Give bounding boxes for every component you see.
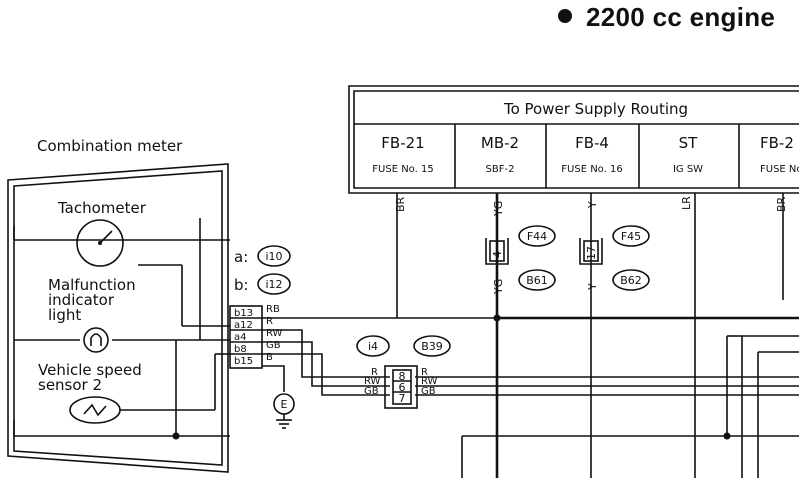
indicator-lamp-icon: [83, 327, 109, 353]
mid-pin-6: 6: [399, 381, 406, 394]
ref-bubble-f44: [518, 225, 556, 247]
power-supply-title: To Power Supply Routing: [503, 100, 688, 118]
wire-label-br-2: BR: [775, 196, 788, 212]
wire-label-yg: YG: [492, 201, 505, 217]
pin-b8: b8: [234, 344, 247, 355]
column-fb21-sub: FUSE No. 15: [372, 164, 433, 175]
mid-right-wire-r: R: [421, 367, 428, 378]
column-fb4: FB-4: [575, 134, 609, 152]
ref-bubble-i4: [356, 335, 390, 357]
mid-left-wire-r: R: [371, 367, 378, 378]
wire-label-yg-below: YG: [492, 279, 505, 295]
column-st: ST: [679, 134, 699, 152]
vss-label-1: Vehicle speed: [38, 361, 142, 379]
fuse-connector-1: 4 F44 B61 YG: [485, 225, 556, 295]
meter-connector-refs: a: i10 b: i12: [234, 245, 291, 295]
tachometer-label: Tachometer: [57, 199, 147, 217]
ref-a-prefix: a:: [234, 248, 248, 266]
ref-bubble-b39: [413, 335, 451, 357]
right-wiring: [397, 314, 799, 478]
pin-b13: b13: [234, 308, 253, 319]
pin-a12: a12: [234, 320, 253, 331]
fuse-connector-2: 17 F45 B62 Y: [579, 225, 650, 291]
ref-bubble-f45: [612, 225, 650, 247]
fuse-1-pin: 4: [491, 251, 504, 258]
ref-f45: F45: [621, 230, 641, 243]
mid-pin-7: 7: [399, 392, 406, 405]
wire-label-y-below: Y: [586, 283, 599, 291]
ref-b62: B62: [620, 274, 642, 287]
ref-bubble-b62: [612, 269, 650, 291]
ref-i12: i12: [265, 278, 282, 291]
mid-pin-8: 8: [399, 370, 406, 383]
meter-output-wires: E: [262, 317, 397, 429]
combination-meter-label: Combination meter: [37, 137, 183, 155]
fuse-2-pin: 17: [585, 246, 598, 260]
wire-gb: GB: [266, 340, 281, 351]
meter-connector: b13 a12 a4 b8 b15 RB R RW GB B: [229, 304, 283, 369]
wire-r: R: [266, 316, 273, 327]
column-fb21: FB-21: [381, 134, 424, 152]
mil-label-1: Malfunction: [48, 276, 136, 294]
wire-label-br: BR: [394, 196, 407, 212]
column-mb2-sub: SBF-2: [486, 164, 515, 175]
ground-label: E: [281, 398, 288, 411]
mid-left-wire-gb: GB: [364, 386, 379, 397]
vss-label-2: sensor 2: [38, 376, 102, 394]
wire-label-y: Y: [586, 201, 599, 209]
wire-rb: RB: [266, 304, 280, 315]
ref-bubble-i10: [257, 245, 291, 267]
column-fb4-sub: FUSE No. 16: [561, 164, 622, 175]
ref-i10: i10: [265, 250, 282, 263]
pin-a4: a4: [234, 332, 247, 343]
combination-meter: Combination meter Tachometer Malfunction…: [7, 137, 230, 473]
ref-i4: i4: [368, 340, 378, 353]
column-st-sub: IG SW: [673, 164, 703, 175]
tachometer-gauge-icon: [76, 219, 124, 267]
engine-variant-heading: 2200 cc engine: [558, 2, 775, 33]
mid-connector: i4 B39 8 6 7 R RW GB R RW GB: [356, 335, 451, 409]
mil-label-2: indicator: [48, 291, 115, 309]
column-mb2: MB-2: [481, 134, 519, 152]
ref-b-prefix: b:: [234, 276, 249, 294]
power-supply-box: To Power Supply Routing FB-21 FUSE No. 1…: [348, 85, 799, 194]
ref-f44: F44: [527, 230, 547, 243]
wire-label-lr: LR: [680, 196, 693, 210]
column-fb2: FB-2: [760, 134, 794, 152]
ref-bubble-i12: [257, 273, 291, 295]
pin-b15: b15: [234, 356, 253, 367]
ref-b39: B39: [421, 340, 443, 353]
wire-b: B: [266, 352, 273, 363]
mid-left-wire-rw: RW: [364, 376, 381, 387]
ref-bubble-b61: [518, 269, 556, 291]
mid-right-wire-gb: GB: [421, 386, 436, 397]
mid-right-wire-rw: RW: [421, 376, 438, 387]
bullet-icon: [558, 9, 572, 23]
speed-sensor-icon: [69, 396, 121, 424]
ref-b61: B61: [526, 274, 548, 287]
heading-text: 2200 cc engine: [586, 2, 776, 32]
wire-rw: RW: [266, 328, 283, 339]
column-fb2-sub: FUSE No: [760, 164, 799, 175]
mil-label-3: light: [48, 306, 81, 324]
